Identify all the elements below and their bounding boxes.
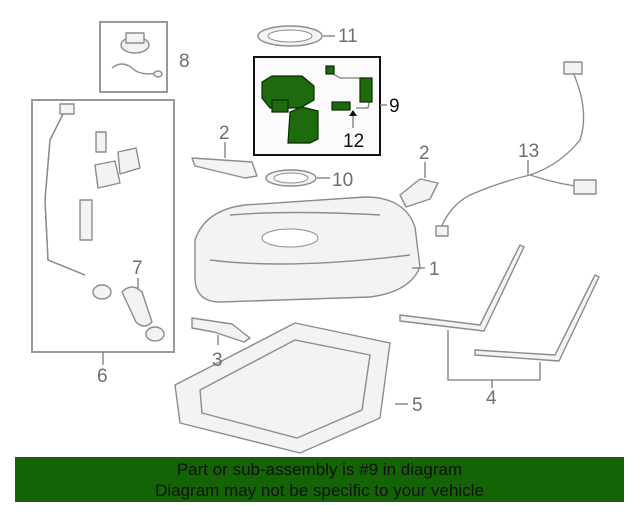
callout-2-left: 2 — [219, 123, 230, 144]
lock-ring[interactable] — [257, 25, 323, 47]
callout-8: 8 — [179, 51, 190, 72]
callout-10: 10 — [332, 170, 353, 191]
filler-pipe[interactable] — [44, 103, 165, 342]
heat-shield-left[interactable] — [191, 157, 258, 179]
skid-plate[interactable] — [174, 322, 391, 454]
callout-6: 6 — [97, 366, 108, 387]
info-banner: Part or sub-assembly is #9 in diagram Di… — [15, 457, 624, 502]
callout-13: 13 — [518, 141, 539, 162]
fuel-cap[interactable] — [111, 32, 163, 78]
heat-shield-right[interactable] — [399, 178, 439, 208]
banner-line-1: Part or sub-assembly is #9 in diagram — [176, 460, 463, 479]
callout-12: 12 — [343, 131, 364, 152]
callout-9: 9 — [389, 96, 400, 117]
callout-1: 1 — [429, 259, 440, 280]
callout-2-right: 2 — [419, 143, 430, 164]
callout-4: 4 — [486, 388, 497, 409]
callout-3: 3 — [212, 350, 223, 371]
tank-straps[interactable] — [399, 244, 600, 362]
group-box-8 — [99, 21, 168, 93]
fuel-pump-module[interactable] — [261, 65, 373, 144]
wiring-harness[interactable] — [435, 61, 597, 237]
shield-3[interactable] — [191, 317, 251, 343]
banner-line-2: Diagram may not be specific to your vehi… — [155, 481, 484, 500]
callout-11: 11 — [338, 26, 358, 47]
callout-7: 7 — [132, 258, 143, 279]
fuel-tank[interactable] — [194, 196, 421, 303]
callout-5: 5 — [412, 395, 423, 416]
seal-gasket[interactable] — [265, 169, 317, 187]
